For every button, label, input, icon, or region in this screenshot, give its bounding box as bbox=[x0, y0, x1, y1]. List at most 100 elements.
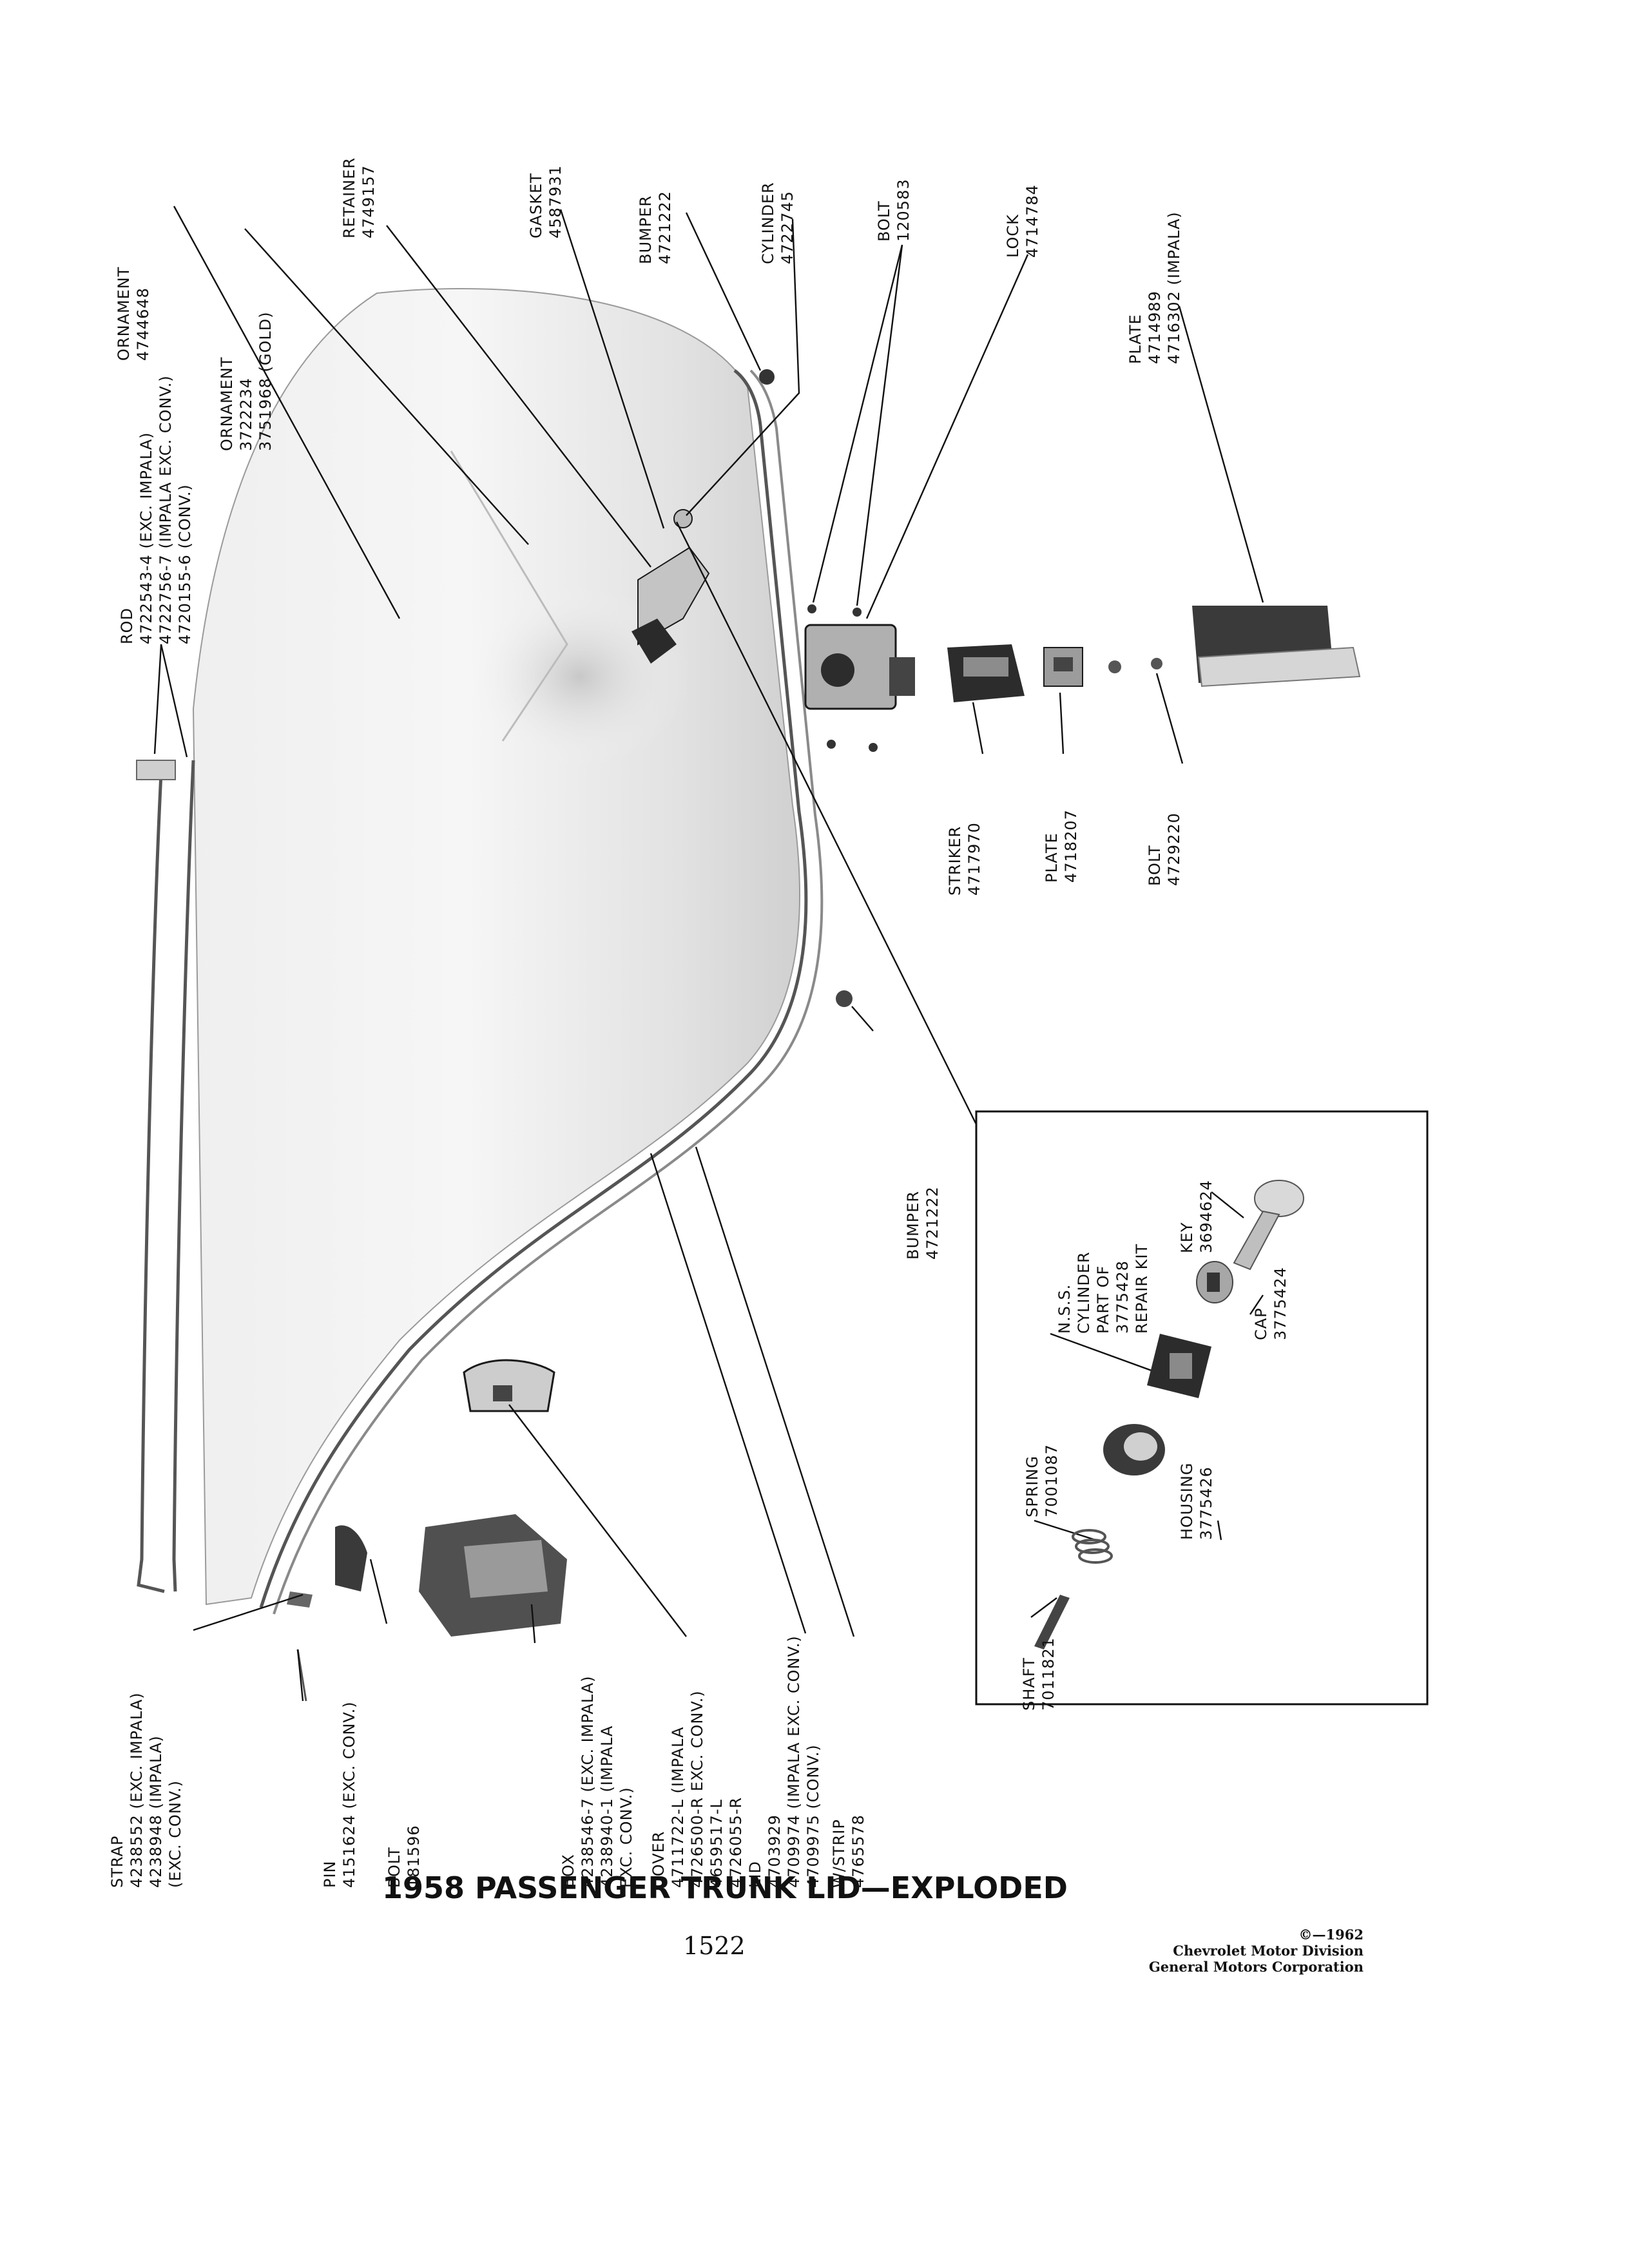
label-line: 4721222 bbox=[656, 191, 674, 264]
label-line: 4718207 bbox=[1062, 809, 1080, 883]
label-line: 4720155-6 (CONV.) bbox=[176, 484, 194, 644]
label-line: BUMPER bbox=[904, 1191, 922, 1260]
hinge-cover bbox=[463, 1359, 555, 1412]
label-line: SHAFT bbox=[1020, 1657, 1038, 1711]
label-line: ORNAMENT bbox=[218, 357, 236, 451]
lock-plate bbox=[1192, 606, 1361, 687]
label-line: ROD bbox=[118, 608, 136, 644]
label-line: 3775428 bbox=[1113, 1260, 1132, 1334]
label-line: 4726500-R EXC. CONV.) bbox=[688, 1690, 706, 1888]
hinge-bolt bbox=[335, 1525, 367, 1591]
leader-lines bbox=[153, 206, 1264, 1702]
spring bbox=[1072, 1529, 1113, 1564]
label-line: KEY bbox=[1178, 1222, 1196, 1253]
label-line: 3775424 bbox=[1271, 1267, 1289, 1340]
label-line: 4722756-7 (IMPALA EXC. CONV.) bbox=[157, 375, 175, 644]
pin bbox=[287, 1591, 313, 1702]
label-line: 4722745 bbox=[778, 191, 796, 264]
label-line: 3722234 bbox=[237, 378, 255, 451]
label-line: LID bbox=[746, 1861, 764, 1888]
label-line: 4729220 bbox=[1165, 812, 1183, 886]
label-line: BOLT bbox=[385, 1847, 403, 1888]
label-line: 181596 bbox=[405, 1825, 423, 1888]
label-line: 4744648 bbox=[134, 287, 152, 361]
label-line: STRAP bbox=[108, 1836, 126, 1888]
striker-plate bbox=[1043, 647, 1121, 687]
label-line: 4714989 bbox=[1146, 291, 1164, 364]
label-line: 4659517-L bbox=[708, 1799, 726, 1888]
weatherstrip bbox=[259, 369, 824, 1615]
copyright-year: ©—1962 bbox=[1298, 1927, 1364, 1943]
label-line: 4587931 bbox=[546, 165, 564, 238]
label-line: 4722543-4 (EXC. IMPALA) bbox=[137, 432, 155, 644]
key bbox=[1233, 1180, 1304, 1271]
label-line: 4151624 (EXC. CONV.) bbox=[340, 1701, 358, 1888]
label-line: BUMPER bbox=[637, 195, 655, 264]
striker bbox=[947, 644, 1025, 702]
label-line: 7001087 bbox=[1043, 1444, 1061, 1517]
label-line: (EXC. CONV.) bbox=[166, 1780, 184, 1888]
corporation-name: General Motors Corporation bbox=[1148, 1959, 1364, 1975]
hinge-box bbox=[419, 1514, 567, 1637]
label-line: W/STRIP bbox=[830, 1819, 848, 1888]
label-line: 120583 bbox=[894, 178, 912, 242]
label-line: 4711722-L (IMPALA bbox=[669, 1727, 687, 1888]
copyright-block: ©—1962 Chevrolet Motor Division General … bbox=[1149, 1927, 1364, 1975]
nss-cylinder bbox=[1147, 1334, 1211, 1398]
lock-cylinder-inset bbox=[975, 1110, 1429, 1706]
label-line: 4709974 (IMPALA EXC. CONV.) bbox=[785, 1635, 803, 1888]
label-line: 3694624 bbox=[1197, 1180, 1215, 1253]
label-line: PLATE bbox=[1126, 314, 1144, 364]
division-name: Chevrolet Motor Division bbox=[1173, 1943, 1364, 1959]
label-line: N.S.S. bbox=[1055, 1284, 1074, 1334]
label-line: BOX bbox=[559, 1854, 577, 1888]
label-line: ORNAMENT bbox=[115, 267, 133, 361]
label-line: 4717970 bbox=[965, 822, 983, 896]
label-line: CYLINDER bbox=[1075, 1251, 1093, 1334]
label-line: GASKET bbox=[527, 173, 545, 238]
label-line: COVER bbox=[650, 1831, 668, 1888]
label-line: BOLT bbox=[1146, 845, 1164, 886]
lock-assembly bbox=[804, 604, 915, 752]
label-line: RETAINER bbox=[340, 157, 358, 238]
label-line: 4238552 (EXC. IMPALA) bbox=[128, 1692, 146, 1888]
label-line: 4709975 (CONV.) bbox=[804, 1744, 822, 1888]
label-line: 4726055-R bbox=[727, 1797, 745, 1888]
label-line: 7011821 bbox=[1039, 1637, 1057, 1711]
label-line: 3751968 (GOLD) bbox=[256, 311, 275, 451]
label-line: PLATE bbox=[1043, 832, 1061, 883]
label-line: 4238948 (IMPALA) bbox=[147, 1735, 165, 1888]
label-line: 4238546-7 (EXC. IMPALA) bbox=[579, 1675, 597, 1888]
label-line: 4749157 bbox=[360, 165, 378, 238]
label-line: LOCK bbox=[1004, 214, 1022, 258]
label-line: BOLT bbox=[875, 200, 893, 242]
bolt-small bbox=[1151, 658, 1162, 669]
label-line: 4703929 bbox=[766, 1814, 784, 1888]
housing bbox=[1103, 1424, 1165, 1475]
label-line: HOUSING bbox=[1178, 1463, 1196, 1540]
label-line: STRIKER bbox=[946, 826, 964, 896]
page-number: 1522 bbox=[683, 1932, 746, 1960]
shaft bbox=[1034, 1595, 1070, 1649]
